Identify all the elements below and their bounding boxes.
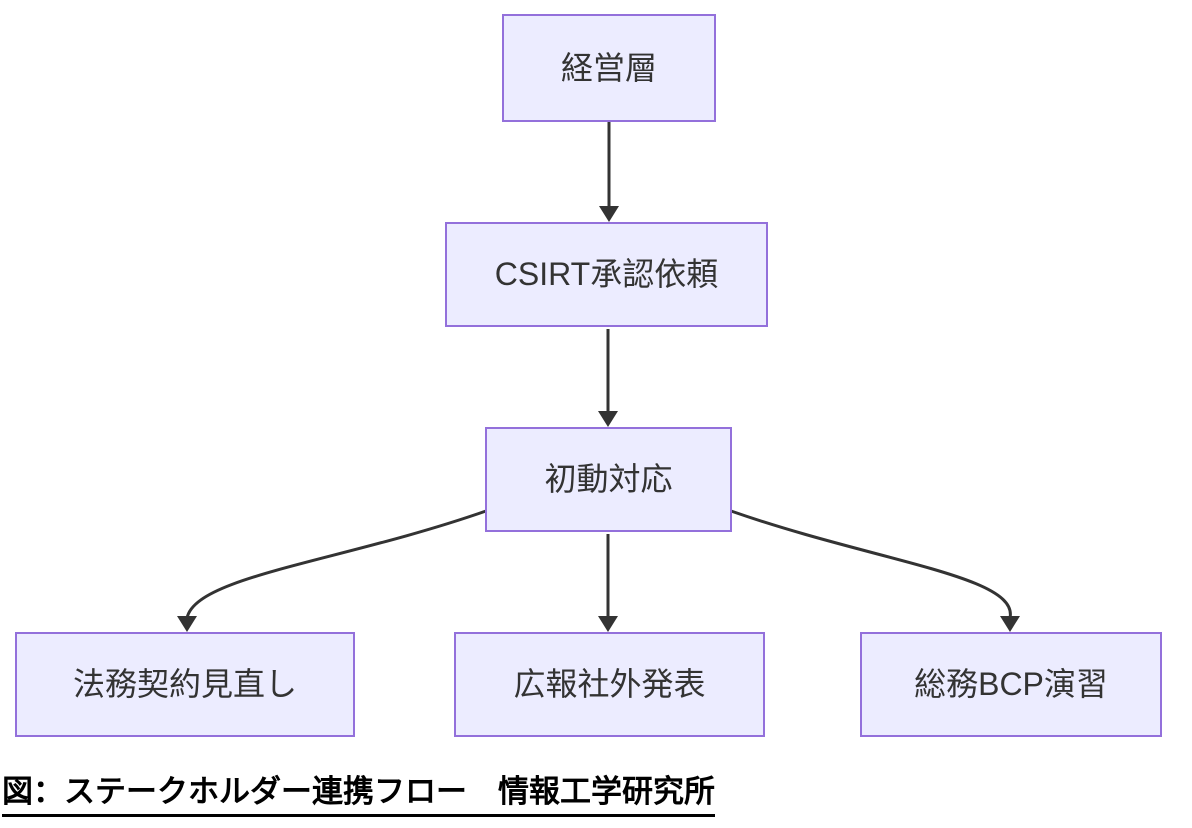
node-management: 経営層 bbox=[502, 14, 716, 122]
arrowhead-legal bbox=[177, 616, 197, 632]
arrowhead-initial bbox=[598, 411, 618, 427]
arrowhead-soumu bbox=[1000, 616, 1020, 632]
node-general-affairs-bcp-drill: 総務BCP演習 bbox=[860, 632, 1162, 737]
arrowhead-pr bbox=[598, 616, 618, 632]
node-legal-contract-review: 法務契約見直し bbox=[15, 632, 355, 737]
node-pr-external-announcement: 広報社外発表 bbox=[454, 632, 765, 737]
node-csirt-approval-request-label: CSIRT承認依頼 bbox=[494, 256, 719, 293]
node-csirt-approval-request: CSIRT承認依頼 bbox=[445, 222, 768, 327]
node-legal-contract-review-label: 法務契約見直し bbox=[72, 666, 297, 703]
edge-initial-to-soumu bbox=[730, 509, 1012, 619]
node-initial-response-label: 初動対応 bbox=[544, 461, 673, 498]
figure-caption: 図：ステークホルダー連携フロー 情報工学研究所 bbox=[2, 774, 715, 817]
node-pr-external-announcement-label: 広報社外発表 bbox=[513, 666, 706, 703]
edge-initial-to-legal bbox=[185, 509, 487, 619]
arrowhead-csirt bbox=[599, 206, 619, 222]
node-initial-response: 初動対応 bbox=[485, 427, 732, 532]
node-management-label: 経営層 bbox=[560, 49, 657, 86]
node-general-affairs-bcp-drill-label: 総務BCP演習 bbox=[914, 666, 1108, 703]
